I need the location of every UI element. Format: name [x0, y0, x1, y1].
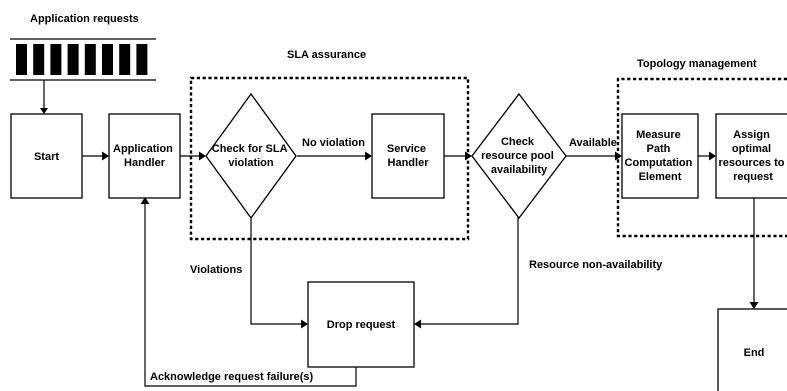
edge-label-no-violation: No violation [302, 137, 365, 149]
edge-label-resource-non-availability: Resource non-availability [529, 259, 663, 271]
queue-cell [84, 44, 96, 75]
queue-cell [50, 44, 62, 75]
queue-cell [16, 44, 27, 75]
assign-resources-node: Assign optimal resources to request [715, 113, 787, 199]
start-node-label: Start [34, 151, 59, 163]
edge-label-available: Available [569, 137, 617, 149]
queue-cell [33, 44, 45, 75]
sla-assurance-region [189, 76, 470, 241]
drop-request-node: Drop request [307, 281, 415, 368]
measure-pce-label: Measure Path Computation Element [625, 129, 696, 183]
application-requests-label: Application requests [30, 13, 139, 25]
application-handler-node: Application Handler [108, 113, 181, 199]
start-node: Start [10, 113, 83, 199]
queue-cell [136, 44, 148, 75]
request-queue [10, 38, 156, 81]
check-sla-violation-label: Check for SLA violation [212, 143, 290, 169]
end-node-label: End [744, 347, 765, 359]
measure-pce-node: Measure Path Computation Element [621, 113, 699, 199]
edge-label-violations: Violations [190, 264, 242, 276]
sla-assurance-label: SLA assurance [287, 49, 366, 61]
queue-cell [67, 44, 79, 75]
check-resource-pool-label: Check resource pool availability [481, 136, 557, 176]
service-handler-node: Service Handler [371, 113, 445, 199]
edge-label-acknowledge-failure: Acknowledge request failure(s) [150, 371, 314, 383]
topology-management-label: Topology management [637, 58, 757, 70]
assign-resources-label: Assign optimal resources to request [718, 129, 787, 183]
end-node: End [717, 308, 787, 391]
queue-cell [119, 44, 131, 75]
application-handler-label: Application Handler [113, 143, 176, 169]
check-sla-violation-decision: Check for SLA violation [205, 92, 297, 220]
flow-connectors [40, 80, 759, 387]
check-resource-pool-decision: Check resource pool availability [471, 92, 567, 220]
drop-request-label: Drop request [327, 319, 396, 331]
service-handler-label: Service Handler [387, 143, 429, 169]
queue-cell [102, 44, 113, 75]
